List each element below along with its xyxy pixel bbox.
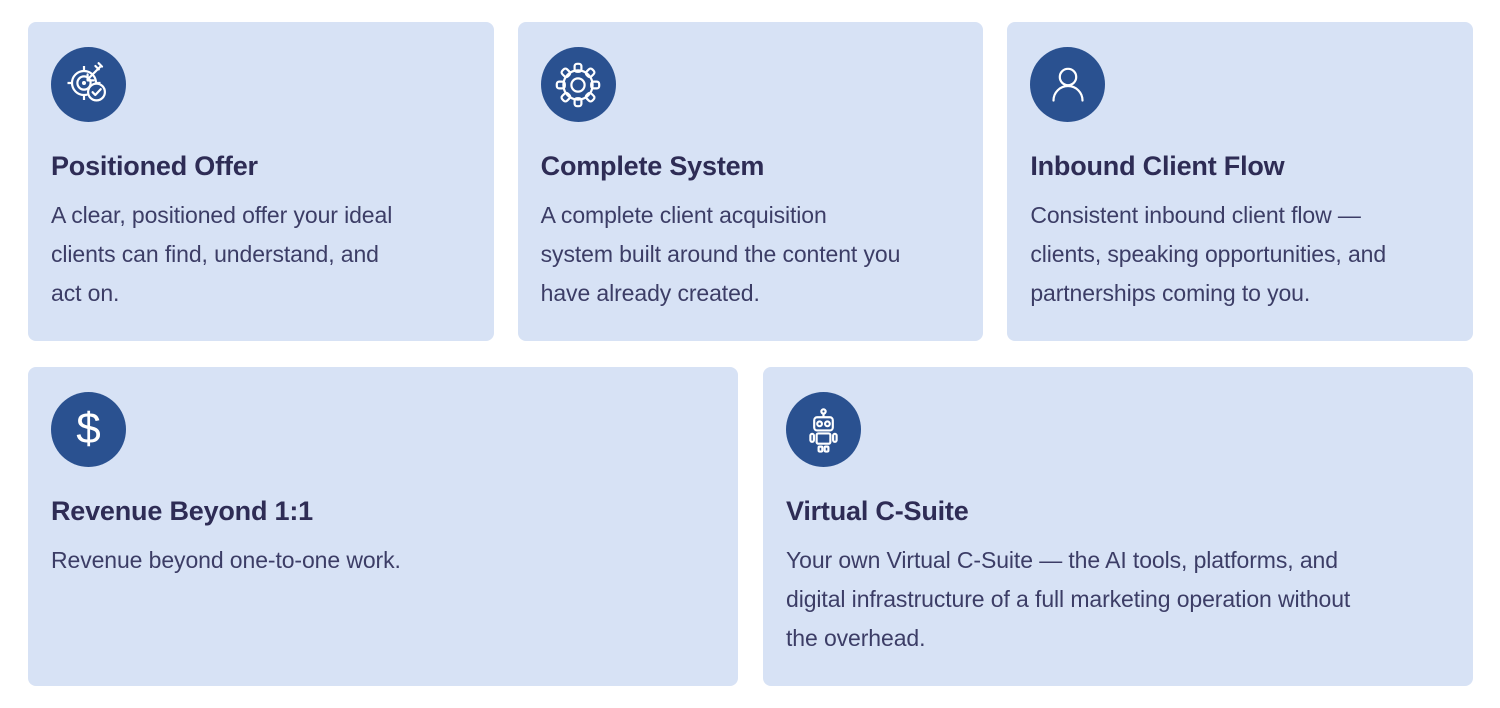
icon-circle xyxy=(540,47,616,122)
icon-circle xyxy=(786,392,861,467)
card-title: Positioned Offer xyxy=(51,151,258,181)
cards-row-top: Positioned Offer A clear, positioned off… xyxy=(28,22,1473,341)
dollar-icon: $ xyxy=(76,403,101,453)
card-description: Consistent inbound client flow — clients… xyxy=(1030,202,1387,306)
feature-card-revenue-beyond: $ Revenue Beyond 1:1 Revenue beyond one-… xyxy=(28,367,738,686)
icon-circle xyxy=(1030,47,1106,122)
cards-row-bottom: $ Revenue Beyond 1:1 Revenue beyond one-… xyxy=(28,367,1473,686)
card-title: Revenue Beyond 1:1 xyxy=(51,496,313,526)
card-description: Your own Virtual C-Suite — the AI tools,… xyxy=(786,547,1351,651)
feature-card-positioned-offer: Positioned Offer A clear, positioned off… xyxy=(28,22,494,341)
card-description: Revenue beyond one-to-one work. xyxy=(51,547,401,573)
card-title: Inbound Client Flow xyxy=(1030,151,1285,181)
card-title: Virtual C-Suite xyxy=(786,496,969,526)
icon-circle xyxy=(51,47,126,122)
feature-card-complete-system: Complete System A complete client acquis… xyxy=(517,22,984,341)
gear-icon xyxy=(555,62,601,107)
person-icon xyxy=(1052,67,1084,102)
target-arrow-check-icon xyxy=(67,61,106,101)
icon-circle: $ xyxy=(51,392,126,467)
card-description: A clear, positioned offer your ideal cli… xyxy=(51,202,393,306)
feature-card-inbound-client-flow: Inbound Client Flow Consistent inbound c… xyxy=(1007,22,1473,341)
robot-icon xyxy=(809,408,838,453)
card-description: A complete client acquisition system bui… xyxy=(540,202,901,306)
card-title: Complete System xyxy=(540,151,765,181)
feature-card-virtual-c-suite: Virtual C-Suite Your own Virtual C-Suite… xyxy=(763,367,1473,686)
